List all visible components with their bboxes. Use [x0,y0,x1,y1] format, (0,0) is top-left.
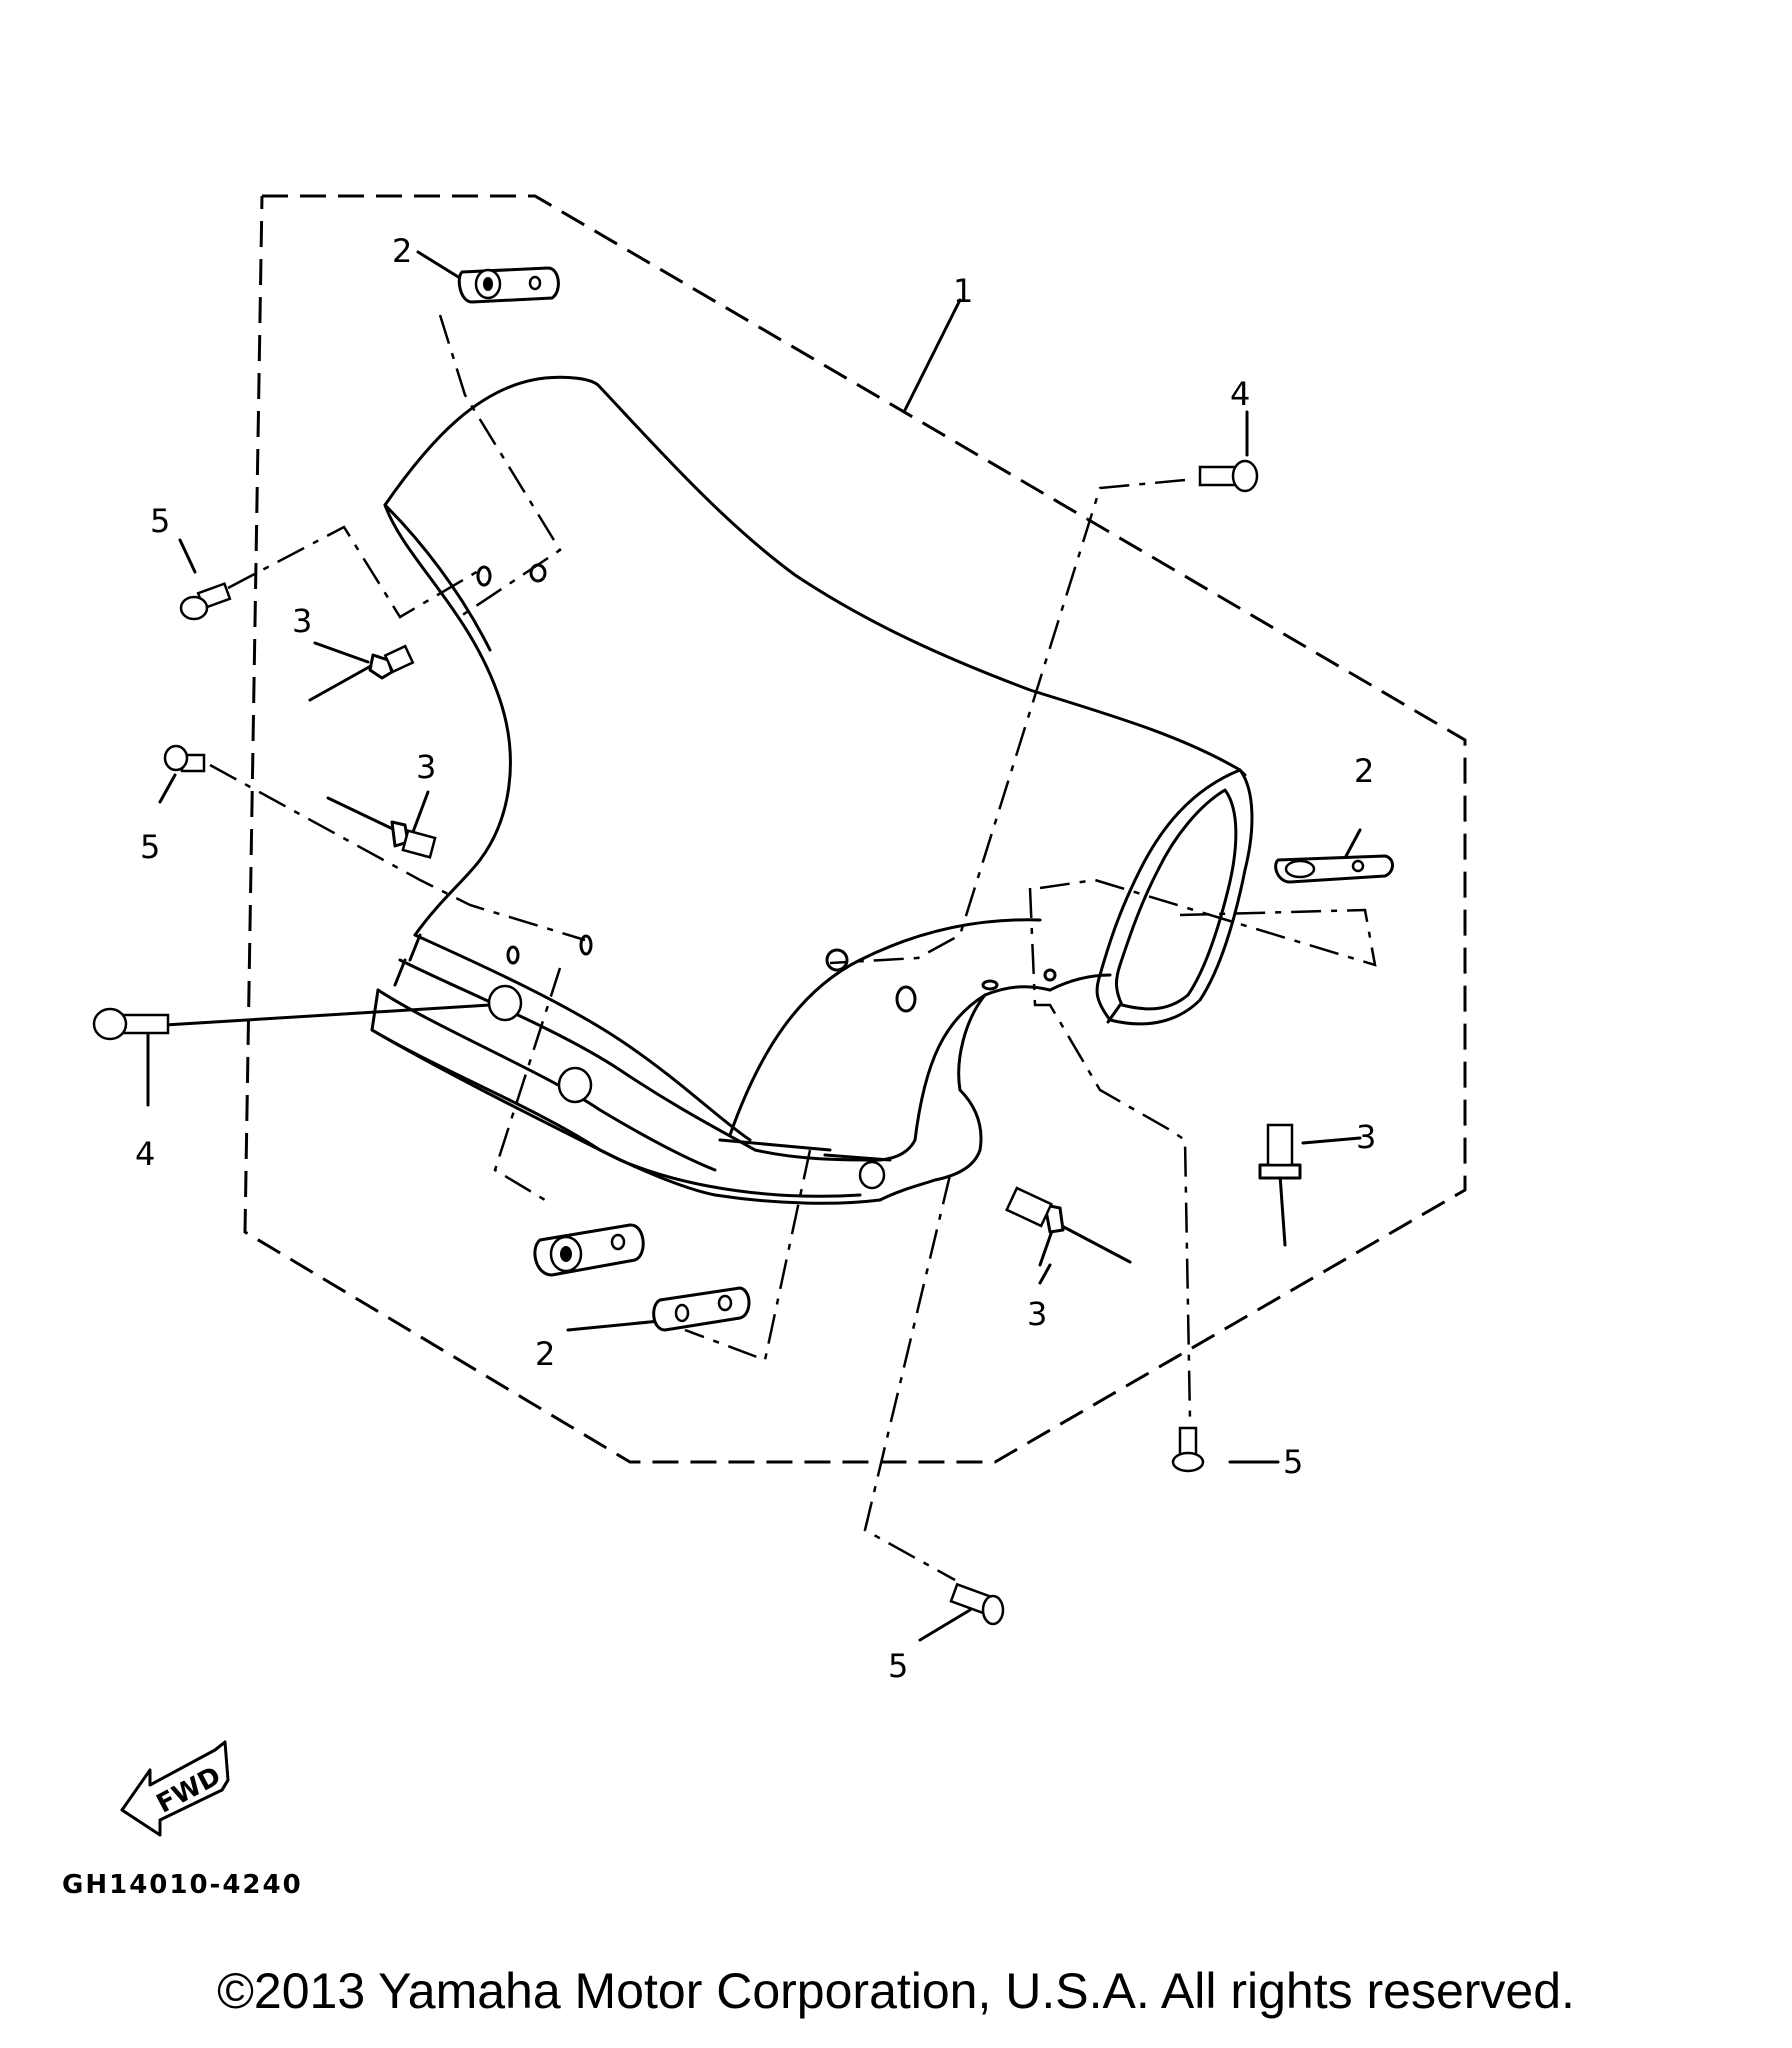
drawing-code: GH14010-4240 [62,1870,303,1900]
callout-4-left: 4 [135,1135,155,1173]
screw-left-mid [163,744,206,773]
screw-left-bottom [92,1007,170,1041]
callout-1: 1 [953,272,973,310]
blind-rivet-right [1258,1123,1302,1247]
callout-5-left-mid: 5 [140,828,160,866]
nut-plate-bottom-left [533,1223,645,1277]
screw-top-right [1198,459,1259,493]
callout-5-bottom-right: 5 [1283,1443,1303,1481]
blind-rivet-left-upper [308,644,415,702]
callout-labels: 1 2 2 2 3 3 3 3 4 4 5 5 5 5 [135,232,1376,1685]
callout-4-top-right: 4 [1230,375,1250,413]
callout-3-right: 3 [1356,1118,1376,1156]
mounting-holes [476,563,1057,1013]
callout-2-bottom: 2 [535,1335,555,1373]
copyright-notice: ©2013 Yamaha Motor Corporation, U.S.A. A… [217,1963,1575,2019]
nut-plate-bottom-center [652,1286,751,1332]
forward-direction-arrow: FWD [120,1740,230,1837]
leader-lines [209,314,1377,1582]
screw-bottom-right [1171,1426,1205,1473]
leader-part-1 [903,298,962,412]
callout-2-top: 2 [392,232,412,270]
screw-bottom [949,1582,1005,1626]
callout-leaders [146,250,1362,1642]
fwd-label: FWD [152,1761,226,1819]
callout-3-left-upper: 3 [292,602,312,640]
callout-3-bottom: 3 [1027,1295,1047,1333]
nut-plate-top [457,266,560,304]
screw-left-top [179,582,232,621]
bottom-cowling [370,375,1254,1205]
blind-rivet-bottom-right [1005,1186,1132,1264]
callout-5-left-top: 5 [150,502,170,540]
blind-rivet-left-mid [326,796,437,859]
nut-plate-right [1274,854,1394,884]
callout-2-right: 2 [1354,752,1374,790]
callout-5-bottom: 5 [888,1647,908,1685]
assembly-boundary-outline [243,194,1467,1464]
callout-3-left-mid: 3 [416,748,436,786]
rivet-heads-front [487,984,886,1190]
